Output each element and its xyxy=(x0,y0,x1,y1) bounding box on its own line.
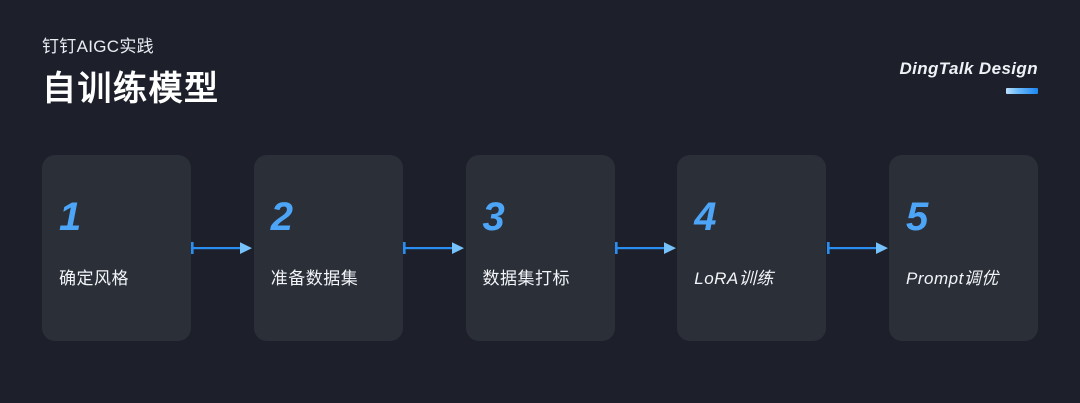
brand-accent-bar xyxy=(1006,88,1038,94)
brand-block: DingTalk Design xyxy=(899,58,1038,94)
flow-step-1[interactable]: 1 确定风格 xyxy=(42,155,191,341)
flow-step-4[interactable]: 4 LoRA训练 xyxy=(677,155,827,341)
page-title: 自训练模型 xyxy=(42,70,220,108)
brand-name: DingTalk Design xyxy=(899,59,1038,78)
arrow-right-icon xyxy=(191,242,253,254)
step-label: LoRA训练 xyxy=(694,269,774,288)
flow-step-5[interactable]: 5 Prompt调优 xyxy=(889,155,1038,341)
flow-connector-3 xyxy=(614,155,678,341)
step-label: Prompt调优 xyxy=(906,269,999,288)
step-label: 准备数据集 xyxy=(270,269,359,288)
flow-step-3[interactable]: 3 数据集打标 xyxy=(465,155,615,341)
step-number: 2 xyxy=(270,195,293,239)
step-label: 数据集打标 xyxy=(482,269,570,288)
step-number: 4 xyxy=(694,195,717,239)
step-label: 确定风格 xyxy=(59,269,129,288)
step-number: 1 xyxy=(59,195,82,239)
arrow-right-icon xyxy=(614,242,676,254)
process-flow-diagram: 1 确定风格 2 准备数据集 3 数据集打标 4 LoRA训练 xyxy=(42,155,1038,341)
flow-connector-1 xyxy=(191,155,254,341)
slide-header: 钉钉AIGC实践 自训练模型 DingTalk Design xyxy=(0,0,1080,140)
flow-connector-4 xyxy=(826,155,889,341)
step-number: 3 xyxy=(482,195,505,239)
flow-connector-2 xyxy=(403,155,466,341)
step-number: 5 xyxy=(906,195,929,239)
flow-step-2[interactable]: 2 准备数据集 xyxy=(253,155,403,341)
arrow-right-icon xyxy=(826,242,888,254)
slide-subtitle: 钉钉AIGC实践 xyxy=(42,37,154,56)
arrow-right-icon xyxy=(403,242,465,254)
